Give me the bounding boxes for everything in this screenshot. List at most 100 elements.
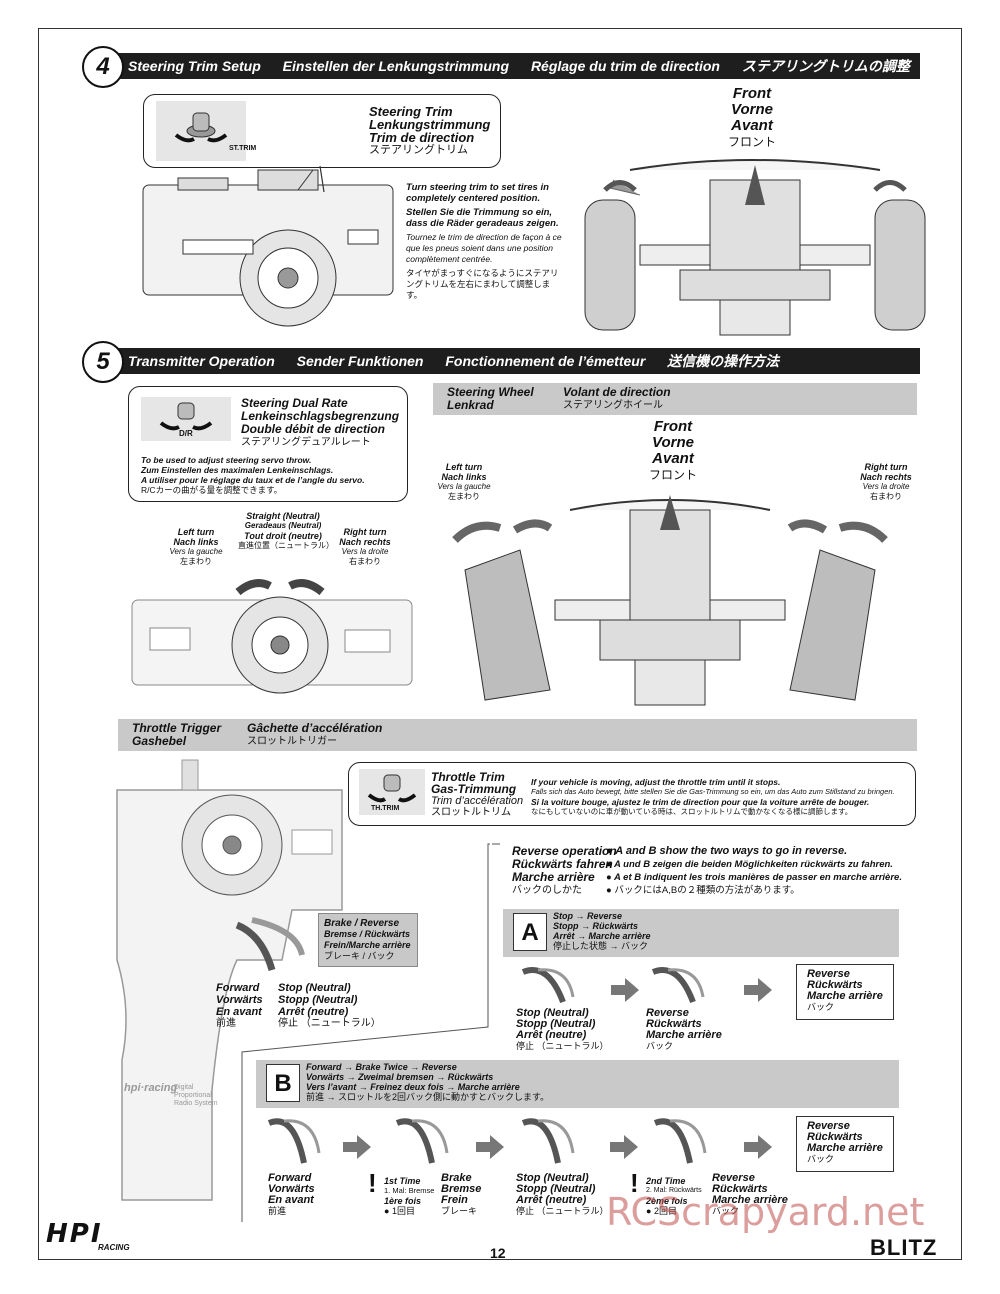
stop-jp: 停止 （ニュートラル）: [278, 1018, 381, 1029]
sw-bar-de: Lenkrad: [447, 398, 494, 412]
blitz-logo: BLITZ: [870, 1235, 938, 1260]
b-step2-jp: ● 1回目: [384, 1206, 415, 1216]
b-step6-fr: Marche arrière: [712, 1194, 788, 1206]
method-b-arrow-2: [476, 1135, 504, 1159]
a-step2-jp: バック: [646, 1041, 674, 1051]
revop-right-fr-text: A et B indiquent les trois manières de p…: [614, 872, 902, 883]
b-step5-jp-text: 2回目: [653, 1206, 677, 1216]
st-left-en: Left turn: [177, 527, 215, 537]
th-trim-label: TH.TRIM: [371, 805, 400, 812]
th-trim-title-jp: スロットルトリム: [431, 807, 511, 818]
brake-en: Brake / Reverse: [324, 918, 400, 929]
page-number: 12: [490, 1245, 506, 1261]
a-step2-de: Rückwärts: [646, 1018, 702, 1030]
sw-bar-fr: Volant de direction: [563, 385, 671, 399]
brake-fr: Frein/Marche arrière: [324, 940, 411, 950]
a-result-jp: バック: [807, 1002, 835, 1012]
transmitter-top-illustration: [142, 169, 394, 327]
st-straight-de: Geradeaus (Neutral): [244, 521, 322, 530]
dr-title-en: Steering Dual Rate: [241, 396, 348, 410]
a-step2-en: Reverse: [646, 1007, 689, 1019]
b-step1-fr: En avant: [268, 1194, 314, 1206]
st-straight-jp: 直進位置（ニュートラル）: [238, 541, 334, 550]
revop-left-jp: バックのしかた: [512, 885, 582, 896]
stop-en: Stop (Neutral): [278, 982, 351, 994]
a-step1-en: Stop (Neutral): [516, 1007, 589, 1019]
a-step2-fr: Marche arrière: [646, 1029, 722, 1041]
rt-en: Right turn: [864, 462, 908, 472]
front4-jp: フロント: [727, 135, 776, 149]
a-result-de: Rückwärts: [807, 979, 863, 991]
exclaim-2-icon: !: [630, 1168, 639, 1198]
forward-fr: En avant: [216, 1006, 262, 1018]
method-b-en: Forward → Brake Twice → Reverse: [306, 1062, 457, 1072]
method-a-result-box: Reverse Rückwärts Marche arrière バック: [796, 964, 894, 1020]
forward-de: Vorwärts: [216, 994, 263, 1006]
st-right-jp: 右まわり: [349, 557, 381, 566]
callout4-pointer-line: [319, 165, 325, 193]
exclaim-1-icon: !: [368, 1168, 377, 1198]
brake-jp: ブレーキ / バック: [324, 951, 395, 961]
b-result-de: Rückwärts: [807, 1131, 863, 1143]
b-step5-en: 2nd Time: [646, 1176, 686, 1186]
method-b-arrow-4: [744, 1135, 772, 1159]
section4-title-en: Steering Trim Setup: [128, 58, 261, 74]
callout4-en: Steering Trim: [369, 104, 453, 119]
hpi-logo: HPI RACING: [46, 1219, 156, 1253]
revop-right-fr: ● A et B indiquent les trois manières de…: [606, 872, 902, 883]
method-a-trigger-2: [651, 967, 705, 1004]
dr-desc-fr: A utiliser pour le réglage du taux et de…: [141, 475, 365, 485]
rt-fr: Vers la droite: [862, 482, 910, 491]
rt-jp: 右まわり: [870, 492, 902, 501]
dr-desc-en: To be used to adjust steering servo thro…: [141, 455, 312, 465]
dr-title-fr: Double débit de direction: [241, 422, 386, 436]
st-left-de: Nach links: [173, 537, 219, 547]
b-step1-de: Vorwärts: [268, 1183, 315, 1195]
brake-de: Bremse / Rückwärts: [324, 929, 411, 939]
front5-fr: Avant: [652, 450, 694, 467]
tt-bar-jp: スロットルトリガー: [247, 736, 337, 747]
revop-right-de-text: A und B zeigen die beiden Möglichkeiten …: [614, 859, 893, 870]
dual-rate-callout: D/R Steering Dual Rate Lenkeinschlagsbeg…: [128, 386, 408, 502]
revop-right-en: ● A and B show the two ways to go in rev…: [606, 845, 848, 857]
lt-en: Left turn: [445, 462, 483, 472]
instruction4-fr: Tournez le trim de direction de façon à …: [406, 232, 562, 264]
method-b-arrow-1: [343, 1135, 371, 1159]
b-step3-jp: ブレーキ: [441, 1206, 478, 1216]
method-b-jp: 前進 → スロットルを2回バック側に動かすとバックします。: [306, 1092, 550, 1102]
section4-header: Steering Trim Setup Einstellen der Lenku…: [88, 53, 920, 79]
method-a-jp: 停止した状態 → バック: [553, 941, 649, 951]
front5-de: Vorne: [652, 434, 694, 451]
lt-fr: Vers la gauche: [437, 482, 491, 491]
rt-de: Nach rechts: [860, 472, 912, 482]
th-trim-title-fr: Trim d’accélération: [431, 795, 524, 807]
transmitter-side-illustration: [116, 759, 343, 1201]
method-b-result-box: Reverse Rückwärts Marche arrière バック: [796, 1116, 894, 1172]
method-a-arrow-2: [744, 978, 772, 1002]
b-step3-de: Bremse: [441, 1183, 482, 1195]
revop-right-en-text: A and B show the two ways to go in rever…: [615, 845, 848, 857]
method-a-trigger-1: [521, 967, 575, 1004]
forward-jp: 前進: [216, 1018, 236, 1029]
transmitter-wheel-illustration: [131, 579, 413, 694]
th-trim-desc-de: Falls sich das Auto bewegt, bitte stelle…: [531, 787, 895, 796]
method-a-en: Stop → Reverse: [553, 911, 623, 921]
revop-right-jp-text: バックにはA,Bの２種類の方法があります。: [614, 885, 800, 896]
chassis-steering-illustration: [452, 495, 888, 706]
instruction4-de: Stellen Sie die Trimmung so ein, dass di…: [406, 207, 559, 229]
b-step4-de: Stopp (Neutral): [516, 1183, 596, 1195]
tt-bar-fr: Gâchette d’accélération: [247, 721, 383, 735]
chassis-top-illustration: [584, 159, 926, 336]
radio-brand: hpi·racing: [124, 1082, 178, 1094]
revop-left-fr: Marche arrière: [512, 870, 595, 884]
b-step6-en: Reverse: [712, 1172, 755, 1184]
section4-number: 4: [82, 46, 124, 88]
front4-fr: Avant: [731, 117, 773, 134]
b-step1-jp: 前進: [268, 1206, 287, 1216]
dr-desc-jp: R/Cカーの曲がる量を調整できます。: [141, 485, 283, 495]
th-trim-desc-jp: なにもしていないのに車が動いている時は、スロットルトリムで動かなくなる様に調節し…: [531, 807, 853, 816]
instruction4-jp: タイヤがまっすぐになるようにステアリングトリムを左右にまわして調整します。: [406, 268, 559, 300]
revop-right-jp: ● バックにはA,Bの２種類の方法があります。: [606, 885, 800, 896]
method-a-de: Stopp → Rückwärts: [553, 921, 639, 931]
b-result-jp: バック: [807, 1154, 835, 1164]
